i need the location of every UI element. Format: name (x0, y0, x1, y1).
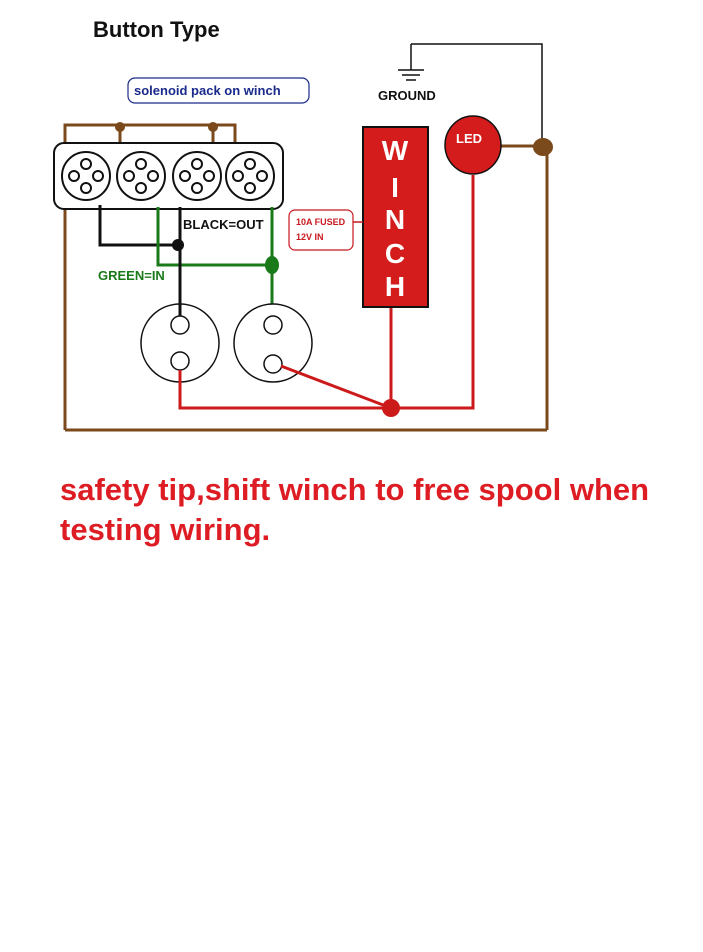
button-right (233, 303, 313, 383)
solenoid-terminal-4 (225, 151, 275, 201)
solenoid-label: solenoid pack on winch (134, 83, 281, 98)
winch-letter: W (382, 135, 409, 166)
brown-junction-left (115, 122, 125, 132)
solenoid-terminal-3 (172, 151, 222, 201)
ground-symbol (398, 44, 424, 81)
led (444, 115, 502, 175)
ground-wire (411, 43, 543, 146)
diagram-title: Button Type (93, 17, 220, 42)
red-wires (178, 175, 475, 410)
winch-label: W I N C H (382, 135, 409, 302)
solenoid-terminals (61, 151, 275, 201)
winch-letter: N (385, 204, 405, 235)
winch-letter: I (391, 172, 399, 203)
brown-junction-right (533, 138, 553, 156)
solenoid-terminal-2 (116, 151, 166, 201)
fuse-label-line2: 12V IN (296, 232, 324, 242)
led-label: LED (456, 131, 482, 146)
green-in-label: GREEN=IN (98, 268, 165, 283)
fuse-label-box (288, 209, 354, 251)
black-junction (172, 239, 184, 251)
safety-tip: safety tip,shift winch to free spool whe… (60, 472, 650, 547)
ground-label: GROUND (378, 88, 436, 103)
winch-box (362, 126, 429, 308)
fuse-label-line1: 10A FUSED (296, 217, 346, 227)
winch-letter: H (385, 271, 405, 302)
black-out-label: BLACK=OUT (183, 217, 264, 232)
solenoid-label-box (127, 77, 310, 104)
red-junction (382, 399, 400, 417)
solenoid-terminal-1 (61, 151, 111, 201)
winch-letter: C (385, 238, 405, 269)
green-junction (265, 256, 279, 274)
brown-junction-middle (208, 122, 218, 132)
solenoid-pack (53, 142, 284, 210)
